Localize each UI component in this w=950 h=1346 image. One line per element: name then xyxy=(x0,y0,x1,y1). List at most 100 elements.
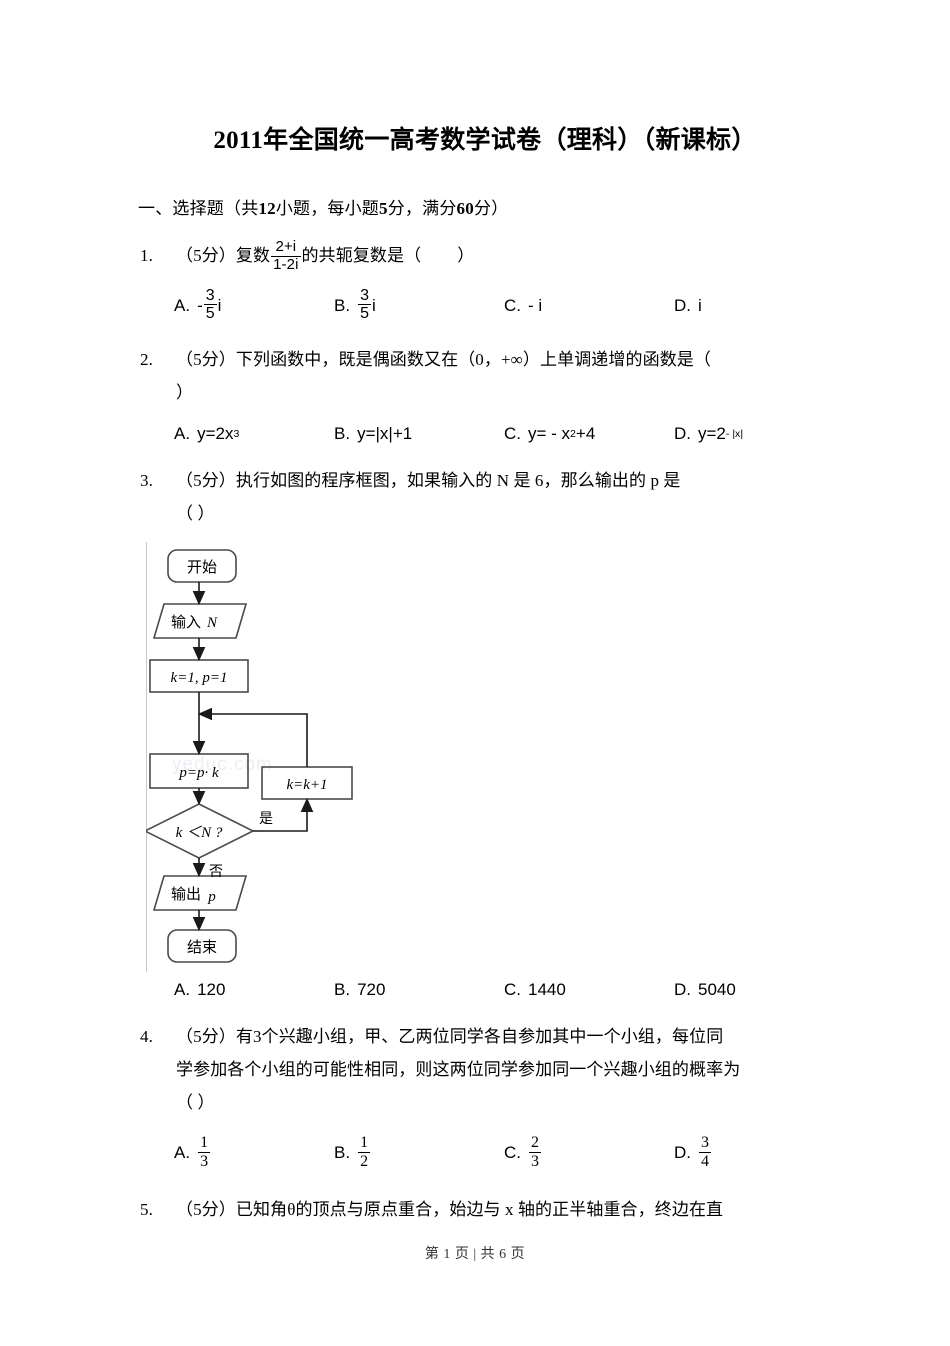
flow-edge-increment-loopback xyxy=(197,707,308,767)
option-2-b[interactable]: B. y=|x|+1 xyxy=(334,424,504,444)
flow-edge-decision-yes xyxy=(253,797,314,832)
question-3-options: A. 120 B. 720 C. 1440 D. 5040 xyxy=(140,980,830,1000)
option-2-d-sup: - |x| xyxy=(725,427,744,440)
flow-label-input-var: N xyxy=(206,615,218,631)
section-heading-text-g: 分） xyxy=(473,199,509,218)
flow-label-start: 开始 xyxy=(187,559,217,576)
program-flowchart: yeduc.com xyxy=(146,541,706,972)
option-3-d-text: 5040 xyxy=(698,979,736,999)
option-3-b-label: B. xyxy=(334,979,351,999)
question-4: 4. （5分）有3个兴趣小组，甲、乙两位同学各自参加其中一个小组，每位同 学参加… xyxy=(140,1020,830,1119)
option-4-c-num: 2 xyxy=(529,1134,541,1153)
figure-left-rule xyxy=(146,541,147,972)
option-4-c-den: 3 xyxy=(531,1152,539,1170)
question-1-number: 1. xyxy=(140,246,153,265)
option-4-c-label: C. xyxy=(504,1143,521,1163)
question-3-line-1: （5分）执行如图的程序框图，如果输入的 N 是 6，那么输出的 p 是 xyxy=(176,470,681,490)
flow-node-input-shape xyxy=(152,603,248,639)
fraction-numerator: 2+i xyxy=(271,239,301,257)
section-heading-count: 12 xyxy=(258,199,276,218)
option-2-c-after: +4 xyxy=(575,423,596,443)
flow-edge-label-no: 否 xyxy=(209,865,223,880)
option-1-a-num: 3 xyxy=(203,286,217,306)
option-1-b-den: 5 xyxy=(360,305,369,323)
question-5: 5. （5分）已知角θ的顶点与原点重合，始边与 x 轴的正半轴重合，终边在直 xyxy=(140,1193,830,1226)
option-1-c-label: C. xyxy=(504,295,521,315)
page-content: 2011年全国统一高考数学试卷（理科）（新课标） 一、选择题（共12小题，每小题… xyxy=(138,0,830,1226)
option-3-c-text: 1440 xyxy=(528,979,566,999)
option-3-a-label: A. xyxy=(174,979,191,999)
option-2-d[interactable]: D. y=2- |x| xyxy=(674,424,743,444)
flow-label-process: p=p· k xyxy=(178,765,219,781)
question-5-text: （5分）已知角θ的顶点与原点重合，始边与 x 轴的正半轴重合，终边在直 xyxy=(140,1193,830,1226)
question-4-number: 4. xyxy=(140,1026,153,1046)
question-2-line-1: （5分）下列函数中，既是偶函数又在（0，+∞）上单调递增的函数是（ xyxy=(176,350,712,370)
option-4-b-den: 2 xyxy=(360,1152,369,1170)
flow-label-init: k=1, p=1 xyxy=(171,670,228,686)
question-3-text: （5分）执行如图的程序框图，如果输入的 N 是 6，那么输出的 p 是 （ ） xyxy=(140,464,830,530)
question-2: 2. （5分）下列函数中，既是偶函数又在（0，+∞）上单调递增的函数是（ ） xyxy=(140,343,830,409)
flowchart-svg: 开始 输入 N k=1, p=1 p=p· k k ＜N ? k=k+1 输出 … xyxy=(146,549,353,963)
option-3-b[interactable]: B. 720 xyxy=(334,980,504,1000)
flow-node-output-shape xyxy=(152,875,248,911)
watermark: yeduc.com xyxy=(172,753,273,775)
question-1-line-1: （5分）复数 xyxy=(176,246,271,265)
option-2-a-sup: 3 xyxy=(233,427,240,440)
question-1-line-3: ） xyxy=(457,246,475,265)
option-1-b-num: 3 xyxy=(358,286,371,306)
option-1-d[interactable]: D. i xyxy=(674,296,702,316)
question-3-number: 3. xyxy=(140,470,153,490)
flow-label-end: 结束 xyxy=(187,939,217,956)
question-1-line-2: 的共轭复数是（ xyxy=(301,246,422,265)
question-2-line-2: ） xyxy=(176,383,194,403)
option-3-d[interactable]: D. 5040 xyxy=(674,980,736,1000)
option-1-c[interactable]: C. - i xyxy=(504,296,674,316)
question-3: 3. （5分）执行如图的程序框图，如果输入的 N 是 6，那么输出的 p 是 （… xyxy=(140,464,830,530)
option-3-a[interactable]: A. 120 xyxy=(174,980,334,1000)
option-1-a-tail: i xyxy=(217,295,222,315)
question-4-line-2: 学参加各个小组的可能性相同，则这两位同学参加同一个兴趣小组的概率为 xyxy=(176,1060,741,1080)
question-5-number: 5. xyxy=(140,1199,153,1219)
section-heading: 一、选择题（共12小题，每小题5分，满分60分） xyxy=(138,194,830,219)
flow-label-output-var: p xyxy=(207,889,216,905)
page-footer: 第 1 页 | 共 6 页 xyxy=(424,1247,526,1262)
option-1-d-text: i xyxy=(698,295,702,315)
question-2-number: 2. xyxy=(140,350,153,370)
question-3-line-2: （ ） xyxy=(176,503,215,523)
option-1-c-text: - i xyxy=(528,295,543,315)
page-title: 2011年全国统一高考数学试卷（理科）（新课标） xyxy=(213,127,757,154)
option-2-b-text: y=|x|+1 xyxy=(357,423,413,443)
section-heading-text-e: 分，满分 xyxy=(387,199,457,218)
option-2-d-text: y=2 xyxy=(698,423,726,443)
flow-label-output: 输出 xyxy=(171,886,201,903)
option-4-d-label: D. xyxy=(674,1143,691,1163)
option-3-d-label: D. xyxy=(674,979,691,999)
option-4-a-label: A. xyxy=(174,1143,191,1163)
option-1-a-sign: - xyxy=(197,295,203,315)
option-2-a-label: A. xyxy=(174,423,191,443)
option-2-c-label: C. xyxy=(504,423,521,443)
option-1-d-label: D. xyxy=(674,295,691,315)
flow-label-increment: k=k+1 xyxy=(286,777,327,793)
option-3-c[interactable]: C. 1440 xyxy=(504,980,674,1000)
question-4-line-1: （5分）有3个兴趣小组，甲、乙两位同学各自参加其中一个小组，每位同 xyxy=(176,1026,724,1046)
flow-edge-label-yes: 是 xyxy=(259,812,273,827)
